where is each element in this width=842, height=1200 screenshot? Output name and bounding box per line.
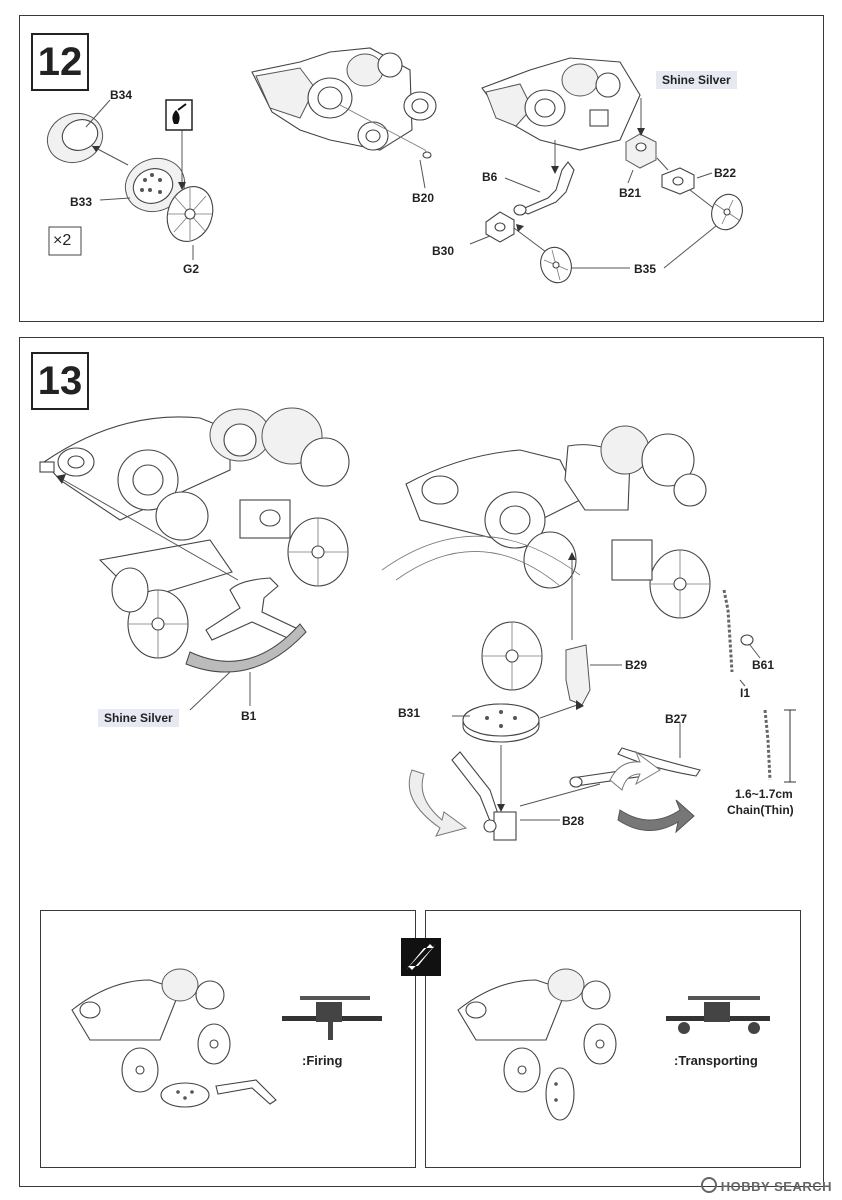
label-transporting: :Transporting bbox=[674, 1053, 758, 1068]
part-b22 bbox=[661, 167, 695, 195]
label-b29: B29 bbox=[625, 658, 648, 672]
label-g2: G2 bbox=[183, 262, 200, 276]
part-b30 bbox=[485, 211, 515, 243]
label-chain-type: Chain(Thin) bbox=[727, 803, 794, 817]
label-b22: B22 bbox=[714, 166, 737, 180]
label-b30: B30 bbox=[432, 244, 455, 258]
label-shine-silver-12: Shine Silver bbox=[656, 71, 737, 89]
paint-drop-icon bbox=[165, 99, 193, 131]
step-12-number: 12 bbox=[31, 33, 89, 91]
rotate-arrow-right-icon bbox=[609, 750, 695, 834]
label-b35: B35 bbox=[634, 262, 657, 276]
quantity-box bbox=[48, 226, 82, 256]
label-shine-silver-13: Shine Silver bbox=[98, 709, 179, 727]
label-b1: B1 bbox=[241, 709, 257, 723]
assembly-left bbox=[39, 407, 350, 659]
label-b34: B34 bbox=[110, 88, 133, 102]
part-b31 bbox=[462, 703, 540, 743]
part-i1-chain bbox=[722, 589, 796, 783]
label-b6: B6 bbox=[482, 170, 498, 184]
label-b28: B28 bbox=[562, 814, 585, 828]
label-b27: B27 bbox=[665, 712, 688, 726]
label-b33: B33 bbox=[70, 195, 93, 209]
label-b20: B20 bbox=[412, 191, 435, 205]
part-b6 bbox=[513, 161, 575, 216]
option-switch-icon bbox=[401, 938, 441, 976]
rotate-arrow-left-icon bbox=[408, 769, 468, 837]
part-b28 bbox=[451, 751, 517, 841]
part-b1 bbox=[185, 577, 307, 673]
label-b31: B31 bbox=[398, 706, 421, 720]
hobby-search-logo-icon bbox=[700, 1177, 717, 1193]
label-i1: I1 bbox=[740, 686, 751, 700]
firing-gun-drawing bbox=[71, 968, 277, 1108]
transport-gun-drawing bbox=[457, 968, 617, 1121]
hobby-search-watermark: HOBBY SEARCH bbox=[700, 1177, 832, 1194]
step-13-number: 13 bbox=[31, 352, 89, 410]
label-firing: :Firing bbox=[302, 1053, 343, 1068]
watermark-text: HOBBY SEARCH bbox=[720, 1179, 832, 1194]
assembly-right bbox=[481, 57, 641, 151]
part-g2 bbox=[166, 186, 214, 242]
label-b61: B61 bbox=[752, 658, 775, 672]
part-b35-right bbox=[711, 193, 743, 231]
assembly-b20 bbox=[251, 47, 437, 159]
part-b35-left bbox=[540, 246, 572, 284]
assembly-right-13 bbox=[381, 425, 711, 691]
transport-silhouette-icon bbox=[666, 996, 770, 1034]
part-b33 bbox=[124, 158, 186, 212]
label-b21: B21 bbox=[619, 186, 642, 200]
label-times2: ×2 bbox=[53, 232, 72, 249]
label-chain-length: 1.6~1.7cm bbox=[735, 787, 793, 801]
part-b34 bbox=[46, 112, 104, 164]
firing-silhouette-icon bbox=[282, 996, 382, 1040]
